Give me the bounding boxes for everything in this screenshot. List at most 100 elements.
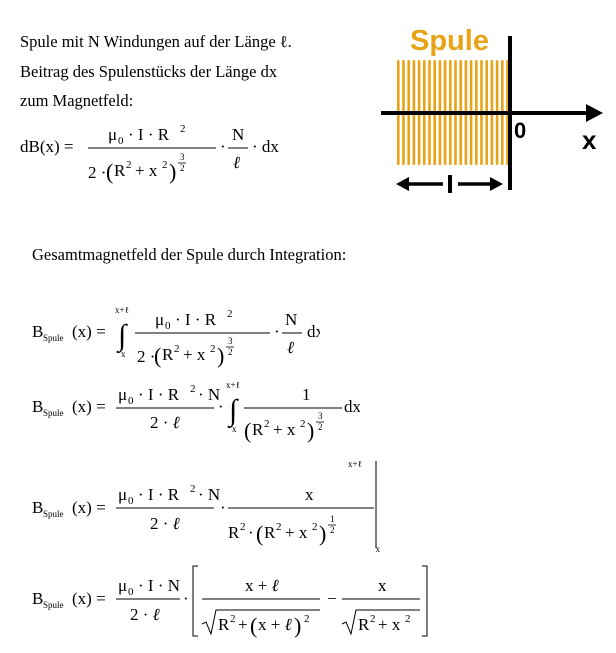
svg-text:−: − (327, 589, 337, 608)
svg-text:μ: μ (118, 385, 127, 404)
svg-text:): ) (319, 521, 326, 546)
svg-text:2: 2 (174, 343, 180, 355)
svg-text:2: 2 (180, 163, 185, 173)
svg-text:+ x: + x (183, 345, 206, 364)
svg-text:2 · ℓ: 2 · ℓ (130, 605, 160, 624)
svg-text:·: · (220, 498, 226, 517)
svg-text:· I · R: · I · R (138, 485, 180, 504)
svg-text:2: 2 (190, 483, 196, 495)
svg-text:3: 3 (180, 152, 185, 162)
svg-text:(: ( (256, 521, 263, 546)
svg-text:2: 2 (210, 343, 216, 355)
svg-text:μ: μ (118, 576, 127, 595)
svg-text:μ: μ (108, 125, 117, 144)
svg-text:B: B (32, 322, 43, 341)
svg-text:+ x: + x (135, 161, 158, 180)
intro-line-1: Spule mit N Windungen auf der Länge ℓ. (20, 32, 292, 51)
svg-text:2: 2 (312, 521, 318, 533)
intro-line-2: Beitrag des Spulenstücks der Länge dx (20, 62, 278, 81)
svg-text:dB(x) =: dB(x) = (20, 137, 74, 156)
svg-text:(: ( (154, 343, 161, 368)
svg-text:2: 2 (300, 418, 306, 430)
svg-text:0: 0 (128, 495, 134, 507)
section-title: Gesamtmagnetfeld der Spule durch Integra… (32, 245, 347, 264)
svg-text:3: 3 (228, 336, 233, 346)
svg-text:R: R (218, 615, 230, 634)
svg-text:·: · (183, 589, 189, 608)
svg-text:B: B (32, 589, 43, 608)
svg-text:(x) =: (x) = (72, 397, 106, 416)
svg-text:x: x (232, 424, 237, 434)
svg-text:· I · R: · I · R (175, 310, 217, 329)
origin-label: 0 (514, 118, 526, 143)
svg-text:x: x (121, 349, 126, 359)
svg-text:N: N (232, 125, 244, 144)
svg-text:R: R (358, 615, 370, 634)
svg-text:μ: μ (118, 485, 127, 504)
svg-text:+ x: + x (273, 420, 296, 439)
svg-text:3: 3 (318, 411, 323, 421)
svg-text:2 · ℓ: 2 · ℓ (150, 413, 180, 432)
svg-text:2: 2 (276, 521, 282, 533)
svg-text:· dx: · dx (252, 137, 279, 156)
svg-text:2 ·: 2 · (88, 163, 106, 182)
svg-text:2: 2 (330, 525, 335, 535)
svg-text:dx: dx (344, 397, 360, 416)
length-arrowhead-right (490, 177, 503, 191)
svg-text:x+ℓ: x+ℓ (348, 459, 362, 469)
svg-text:(x) =: (x) = (72, 589, 106, 608)
svg-text:2: 2 (318, 422, 323, 432)
svg-text:(: ( (244, 418, 251, 443)
svg-text:x + ℓ: x + ℓ (258, 615, 292, 634)
svg-text:2: 2 (180, 123, 186, 135)
svg-text:· I · R: · I · R (128, 125, 170, 144)
svg-text:R: R (228, 523, 240, 542)
svg-text:N: N (285, 310, 297, 329)
svg-text:(x) =: (x) = (72, 498, 106, 517)
svg-text:): ) (307, 418, 314, 443)
svg-text:x+ℓ: x+ℓ (115, 305, 129, 315)
svg-text:+: + (238, 615, 248, 634)
svg-text:∫: ∫ (116, 319, 128, 354)
svg-text:(x) =: (x) = (72, 322, 106, 341)
svg-text:· I · R: · I · R (138, 385, 180, 404)
svg-text:Spule: Spule (43, 509, 64, 519)
svg-text:·: · (274, 322, 280, 341)
svg-text:2: 2 (228, 347, 233, 357)
svg-text:dx: dx (307, 322, 320, 341)
svg-text:2: 2 (227, 308, 233, 320)
intro-line-3: zum Magnetfeld: (20, 91, 134, 110)
svg-text:0: 0 (128, 586, 134, 598)
svg-text:(: ( (250, 613, 257, 638)
coil-title: Spule (410, 25, 489, 57)
svg-text:x+ℓ: x+ℓ (226, 380, 240, 390)
svg-text:2 ·: 2 · (137, 347, 155, 366)
svg-text:1: 1 (330, 514, 335, 524)
svg-text:2: 2 (264, 418, 270, 430)
svg-text:2: 2 (304, 613, 310, 625)
svg-text:∫: ∫ (227, 394, 239, 429)
svg-text:+ x: + x (285, 523, 308, 542)
svg-text:· N: · N (198, 485, 220, 504)
svg-text:B: B (32, 498, 43, 517)
length-arrowhead-left (396, 177, 409, 191)
svg-text:Spule: Spule (43, 408, 64, 418)
svg-text:Spule: Spule (43, 333, 64, 343)
svg-text:): ) (217, 343, 224, 368)
svg-text:μ: μ (155, 310, 164, 329)
svg-text:ℓ: ℓ (287, 338, 294, 357)
svg-text:R: R (162, 345, 174, 364)
svg-text:x: x (378, 576, 387, 595)
svg-text:1: 1 (302, 385, 311, 404)
svg-text:2: 2 (162, 159, 168, 171)
svg-text:2: 2 (230, 613, 236, 625)
svg-text:): ) (294, 613, 301, 638)
svg-text:2: 2 (405, 613, 411, 625)
svg-text:2: 2 (370, 613, 376, 625)
svg-text:Spule: Spule (43, 600, 64, 610)
